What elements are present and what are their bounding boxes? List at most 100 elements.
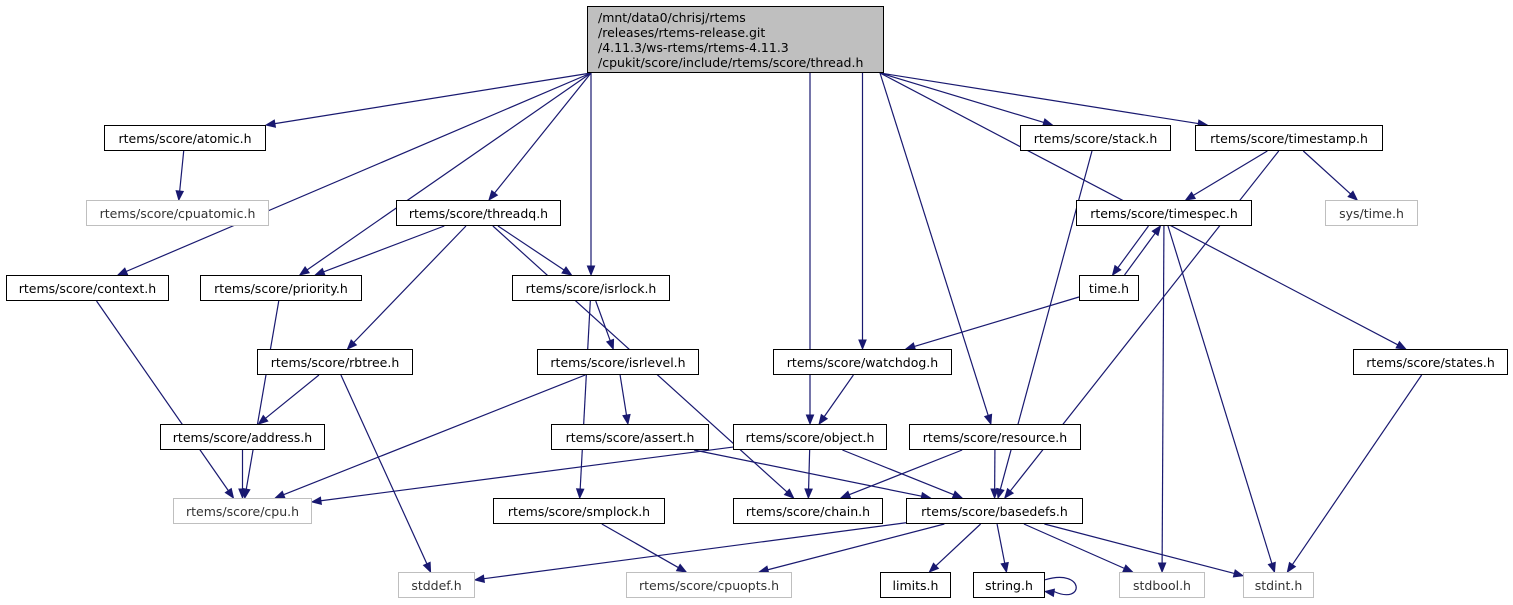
edge-root-to-atomic-arrowhead [264,119,277,128]
edge-timestamp-to-timespec-arrowhead [1184,191,1197,201]
edge-time-to-timespec-arrowhead [1151,224,1162,237]
node-isrlock-h[interactable]: rtems/score/isrlock.h [512,275,670,301]
edge-rbtree-to-stddef [340,374,428,565]
edge-atomic-to-cpuatomic [179,150,185,192]
node-thread-h[interactable]: /mnt/data0/chrisj/rtems /releases/rtems-… [587,6,884,73]
node-cpuatomic-h[interactable]: rtems/score/cpuatomic.h [86,200,269,226]
edge-root-to-priority-arrowhead [298,266,311,276]
node-atomic-h[interactable]: rtems/score/atomic.h [104,125,266,151]
edge-timespec-to-stdbool [1161,225,1165,564]
edge-isrlevel-to-cpu [283,374,586,496]
edge-root-to-context-arrowhead [116,267,129,276]
root-path-line-2: /releases/rtems-release.git [598,24,766,40]
edge-timespec-to-stdint-arrowhead [1267,561,1276,574]
edge-time-to-watchdog [914,296,1080,347]
root-path-line-1: /mnt/data0/chrisj/rtems [598,9,746,25]
node-cpu-h[interactable]: rtems/score/cpu.h [173,498,312,524]
edge-watchdog-to-object-arrowhead [818,413,829,426]
edge-threadq-to-priority [323,225,445,273]
edge-priority-to-cpu [245,300,280,490]
edge-object-to-basedefs-arrowhead [951,490,964,499]
edge-string-to-string [1044,576,1077,596]
node-priority-h[interactable]: rtems/score/priority.h [200,275,362,301]
edge-timespec-to-time-arrowhead [1111,264,1122,277]
edge-root-to-resource [879,72,989,416]
edge-root-to-object-arrowhead [805,414,815,426]
edge-smplock-to-cpuopts-arrowhead [675,563,688,573]
edge-isrlock-to-isrlevel [595,300,611,341]
edge-object-to-chain-arrowhead [804,488,813,500]
node-isrlevel-h[interactable]: rtems/score/isrlevel.h [537,349,699,375]
edge-isrlock-to-isrlevel-arrowhead [605,338,615,351]
edge-rbtree-to-address [265,374,320,419]
node-stddef-h[interactable]: stddef.h [398,572,475,598]
edge-threadq-to-isrlock [497,225,565,271]
node-basedefs-h[interactable]: rtems/score/basedefs.h [906,498,1083,524]
edge-timestamp-to-timespec [1193,150,1268,196]
edge-basedefs-to-stddef [483,522,907,580]
edge-root-to-threadq [494,72,592,194]
edge-timestamp-to-systime-arrowhead [1347,190,1359,201]
edge-isrlock-to-smplock [579,300,591,490]
edge-basedefs-to-stddef-arrowhead [473,574,485,583]
node-chain-h[interactable]: rtems/score/chain.h [733,498,883,524]
edge-basedefs-to-stdint [1044,523,1235,575]
node-string-h[interactable]: string.h [973,572,1045,598]
edge-basedefs-to-limits [935,523,982,567]
node-stdint-h[interactable]: stdint.h [1243,572,1314,598]
root-path-line-4: /cpukit/score/include/rtems/score/thread… [598,54,864,70]
edge-isrlevel-to-assert [619,374,628,416]
edge-resource-to-chain [848,449,963,496]
node-address-h[interactable]: rtems/score/address.h [160,424,325,450]
edge-atomic-to-cpuatomic-arrowhead [175,190,185,202]
node-timestamp-h[interactable]: rtems/score/timestamp.h [1195,125,1383,151]
node-timespec-h[interactable]: rtems/score/timespec.h [1076,200,1252,226]
edge-rbtree-to-address-arrowhead [257,414,269,425]
edge-root-to-watchdog-arrowhead [858,339,867,351]
node-stack-h[interactable]: rtems/score/stack.h [1020,125,1171,151]
edge-basedefs-to-cpuopts [767,523,945,571]
edge-stack-to-basedefs-arrowhead [996,487,1005,500]
node-states-h[interactable]: rtems/score/states.h [1353,349,1508,375]
edge-root-to-isrlock-arrowhead [586,265,596,277]
edge-threadq-to-rbtree-arrowhead [346,339,358,350]
node-cpuopts-h[interactable]: rtems/score/cpuopts.h [626,572,792,598]
root-path-line-3: /4.11.3/ws-rtems/rtems-4.11.3 [598,39,789,55]
edge-timestamp-to-systime [1302,150,1351,195]
edge-states-to-stdint [1291,374,1423,565]
edge-object-to-basedefs [842,449,954,496]
node-time-h[interactable]: time.h [1079,275,1139,301]
edge-isrlevel-to-assert-arrowhead [622,413,631,426]
node-rbtree-h[interactable]: rtems/score/rbtree.h [257,349,413,375]
edge-smplock-to-cpuopts [601,523,679,569]
node-object-h[interactable]: rtems/score/object.h [733,424,887,450]
node-sys-time-h[interactable]: sys/time.h [1325,200,1418,226]
edge-timespec-to-stdint [1167,225,1273,564]
node-stdbool-h[interactable]: stdbool.h [1119,572,1205,598]
node-watchdog-h[interactable]: rtems/score/watchdog.h [773,349,952,375]
node-assert-h[interactable]: rtems/score/assert.h [551,424,709,450]
edge-root-to-stack [879,72,1044,123]
edge-time-to-timespec [1124,232,1156,276]
edge-root-to-resource-arrowhead [983,413,993,426]
edge-basedefs-to-stdbool [1023,523,1125,569]
edge-basedefs-to-string-arrowhead [1000,561,1009,574]
node-smplock-h[interactable]: rtems/score/smplock.h [493,498,665,524]
edge-resource-to-basedefs-arrowhead [990,488,999,500]
edge-timestamp-to-basedefs-arrowhead [1003,487,1015,500]
node-context-h[interactable]: rtems/score/context.h [6,275,169,301]
edge-isrlock-to-smplock-arrowhead [575,488,585,500]
node-limits-h[interactable]: limits.h [880,572,951,598]
node-resource-h[interactable]: rtems/score/resource.h [909,424,1081,450]
edge-basedefs-to-stdint-arrowhead [1232,569,1245,578]
edge-assert-to-basedefs [693,449,922,497]
edge-context-to-cpu-arrowhead [224,487,235,500]
node-threadq-h[interactable]: rtems/score/threadq.h [396,200,561,226]
edge-basedefs-to-stdbool-arrowhead [1122,564,1134,573]
edge-root-to-atomic [274,72,592,125]
edge-root-to-threadq-arrowhead [488,189,499,202]
edge-object-to-cpu-arrowhead [310,496,322,506]
edge-root-to-timestamp [879,72,1199,125]
